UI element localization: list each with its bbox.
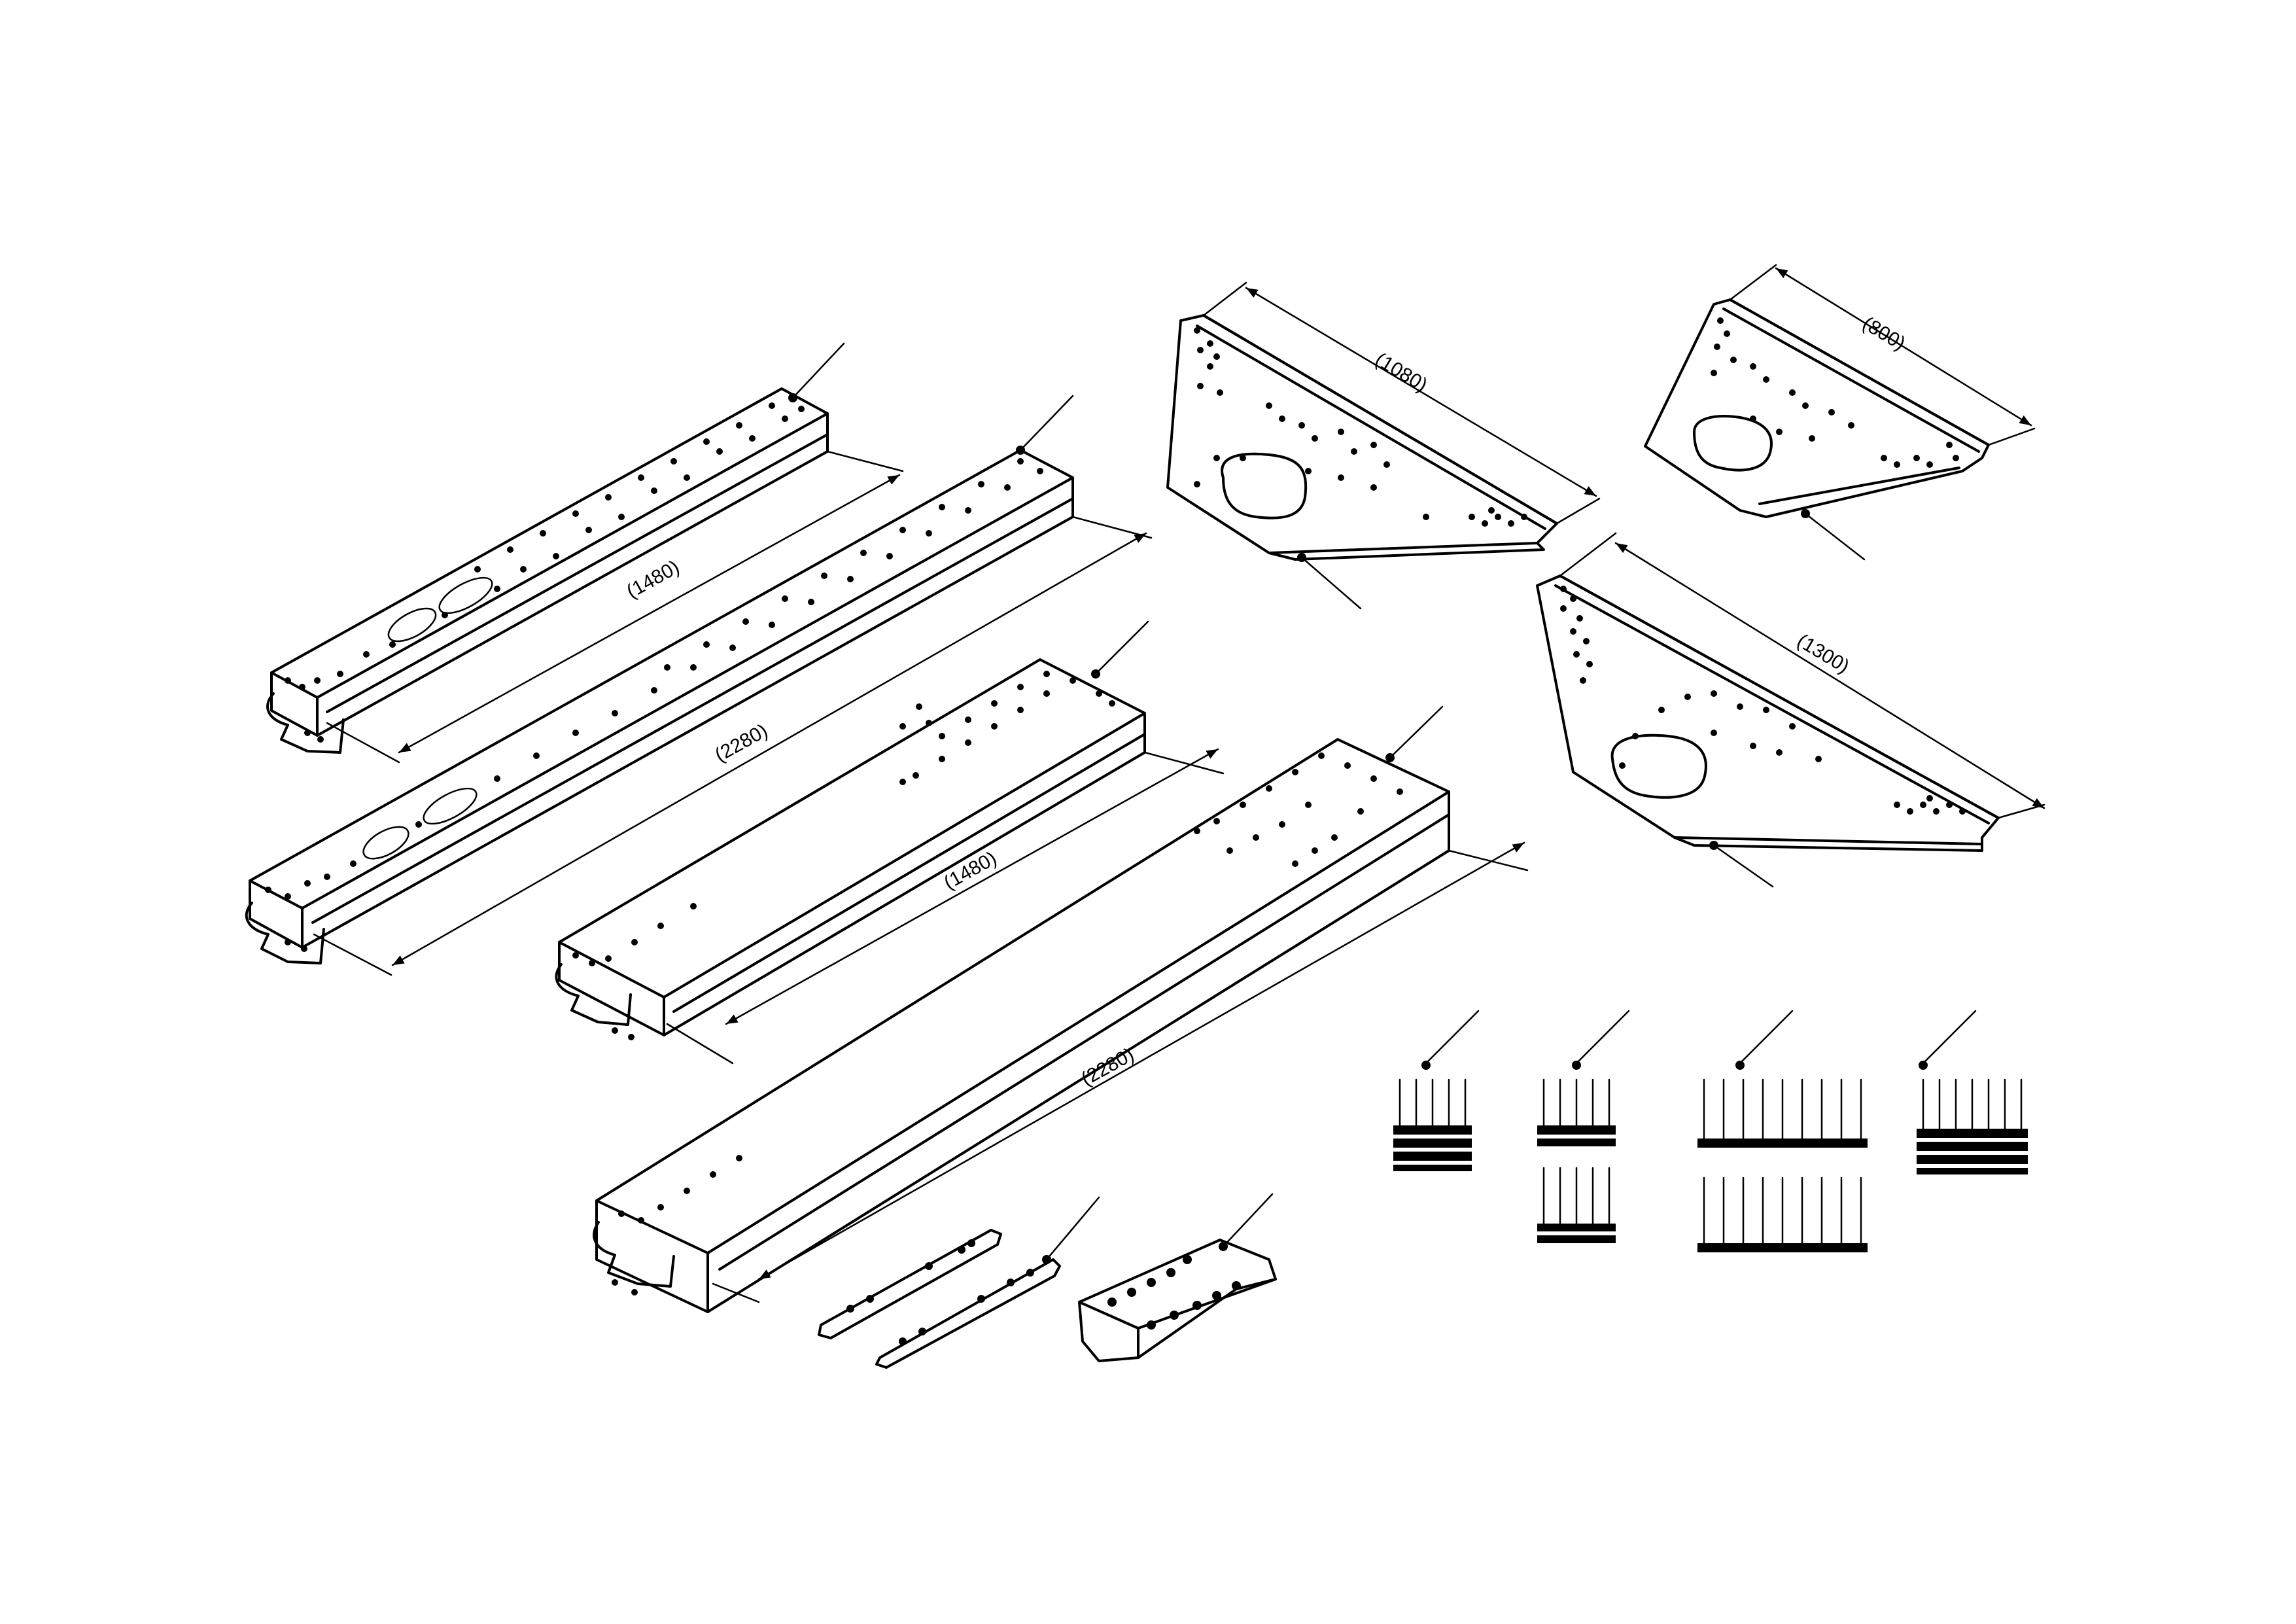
bolt-set-4 <box>1917 1010 2028 1174</box>
saddle-bracket-holes <box>1107 1255 1241 1330</box>
dim-gusset-plate-1080: (1080) <box>1371 349 1431 397</box>
dim-beam-long-1: (2280) <box>711 720 771 766</box>
gusset-plate-800: (800) <box>1644 264 2036 561</box>
splice-strips <box>818 1196 1100 1369</box>
dim-gusset-plate-800: (800) <box>1858 313 1909 355</box>
beam-long-2-holes <box>612 752 1403 1296</box>
splice-strip-holes <box>846 1239 1034 1345</box>
gusset-plate-1080: (1080) <box>1166 281 1601 610</box>
saddle-bracket <box>1078 1193 1277 1362</box>
bolt-set-1 <box>1393 1010 1480 1171</box>
bolt-set-2 <box>1537 1010 1630 1243</box>
bolt-set-3 <box>1697 1010 1868 1252</box>
beam-short-2-holes <box>572 671 1115 1040</box>
gusset-plate-1300: (1300) <box>1536 532 2045 888</box>
dim-beam-short-1: (1480) <box>623 556 683 603</box>
